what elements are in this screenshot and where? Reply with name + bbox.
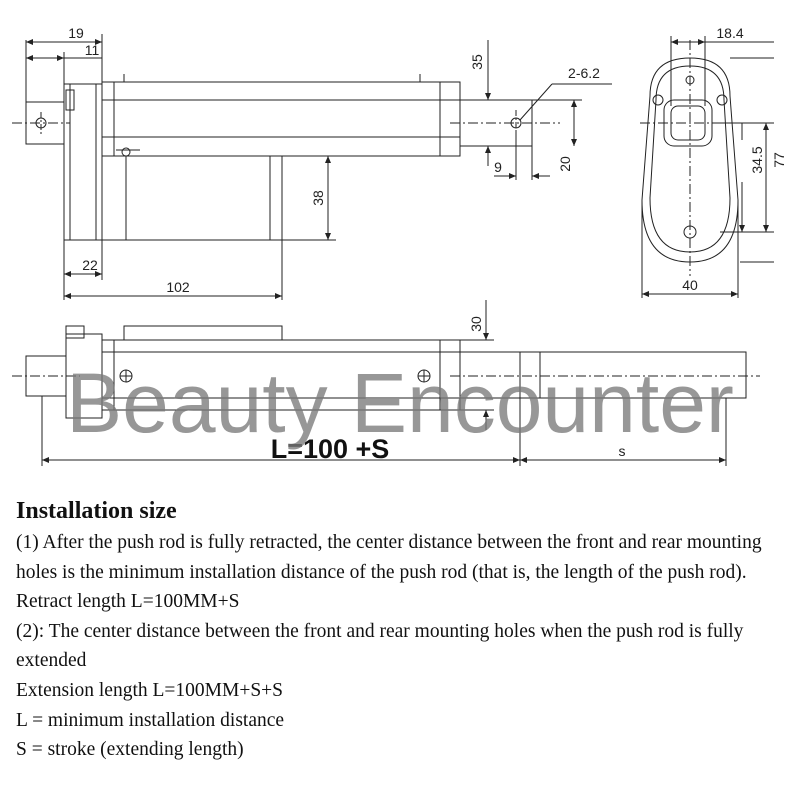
dim-18-4: 18.4 <box>716 25 743 41</box>
dim-77: 77 <box>771 152 787 168</box>
installation-text: Installation size (1) After the push rod… <box>16 496 791 765</box>
dim-30: 30 <box>468 316 484 332</box>
dimension-labels: 19 11 35 2-6.2 9 20 38 22 102 18.4 34.5 … <box>68 25 787 464</box>
end-view <box>640 36 774 298</box>
dim-40: 40 <box>682 277 698 293</box>
dim-19: 19 <box>68 25 84 41</box>
watermark-text: Beauty Encounter <box>66 356 734 450</box>
outer-tube <box>101 81 461 157</box>
motor-body <box>101 155 283 241</box>
paragraph-3: (2): The center distance between the fro… <box>16 620 744 672</box>
dim-102: 102 <box>166 279 190 295</box>
paragraph-1: (1) After the push rod is fully retracte… <box>16 532 762 583</box>
dim-20: 20 <box>557 156 573 172</box>
rod-extended <box>519 351 747 399</box>
drawing-canvas: 19 11 35 2-6.2 9 20 38 22 102 18.4 34.5 … <box>12 25 787 466</box>
section-heading: Installation size <box>16 498 177 524</box>
side-view-bottom <box>12 300 760 466</box>
length-formula: L=100 +S <box>271 434 390 464</box>
paragraph-4: Extension length L=100MM+S+S <box>16 679 284 701</box>
dim-s: s <box>619 443 626 459</box>
dim-22: 22 <box>82 257 98 273</box>
dim-34-5: 34.5 <box>749 146 765 173</box>
dim-hole: 2-6.2 <box>568 65 600 81</box>
paragraph-2: Retract length L=100MM+S <box>16 591 240 613</box>
dim-38: 38 <box>310 190 326 206</box>
dim-11: 11 <box>85 42 100 58</box>
side-view-top <box>12 34 612 300</box>
technical-drawing: 19 11 35 2-6.2 9 20 38 22 102 18.4 34.5 … <box>12 25 787 466</box>
dim-9: 9 <box>494 159 502 175</box>
dim-35: 35 <box>469 54 485 70</box>
paragraph-5: L = minimum installation distance <box>16 709 285 731</box>
paragraph-6: S = stroke (extending length) <box>16 739 244 761</box>
